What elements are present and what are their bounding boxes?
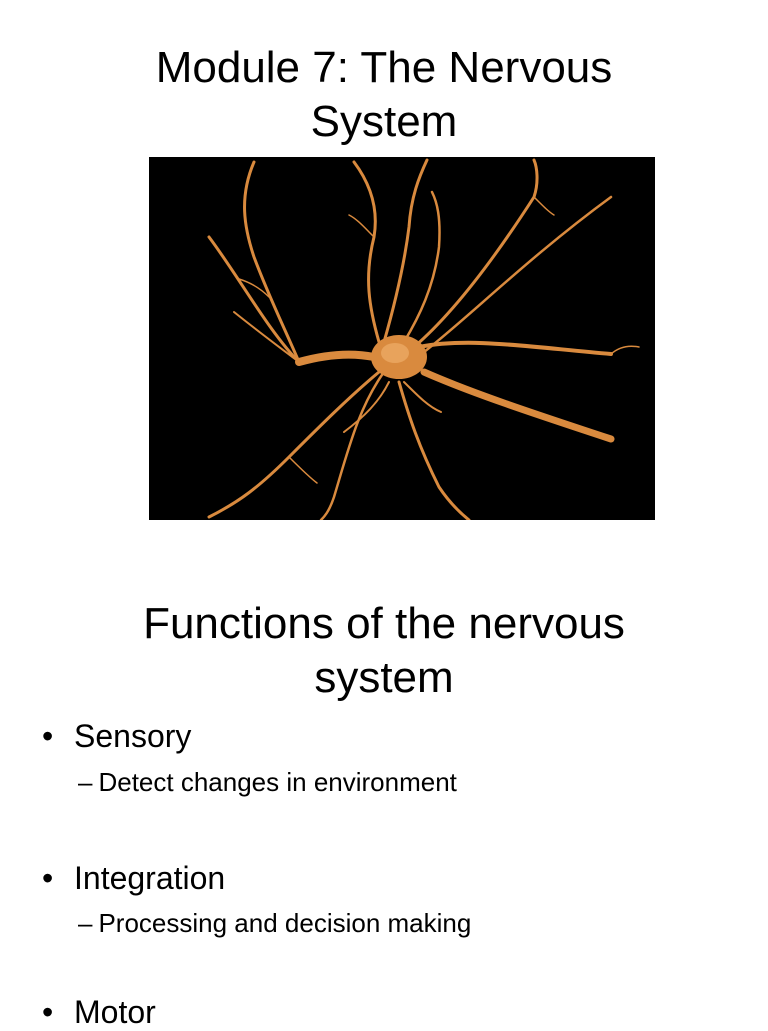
bullet-icon: • [42,994,54,1030]
dash-icon: – [78,767,93,797]
bullet-icon: • [42,718,54,754]
sub-item-label: Detect changes in environment [98,767,457,797]
title-line-1: Module 7: The Nervous [155,43,613,92]
slide-title-module: Module 7: The Nervous System [0,41,768,149]
bullet-label: Sensory [74,718,192,754]
bullet-item-integration: • Integration [42,859,225,897]
bullet-item-motor: • Motor [42,993,156,1031]
sub-item-label: Processing and decision making [98,908,472,938]
neuron-image [149,157,655,520]
slide-title-functions: Functions of the nervous system [0,597,768,705]
bullet-item-sensory: • Sensory [42,717,191,755]
neuron-illustration [207,158,640,520]
sub-item-integration: –Processing and decision making [78,907,471,939]
dash-icon: – [78,908,93,938]
title-line-2: System [310,97,458,146]
bullet-label: Motor [74,994,156,1030]
bullet-label: Integration [74,860,226,896]
sub-item-sensory: –Detect changes in environment [78,766,457,798]
bullet-icon: • [42,860,54,896]
title-line-2: system [314,653,454,702]
title-line-1: Functions of the nervous [143,599,625,648]
